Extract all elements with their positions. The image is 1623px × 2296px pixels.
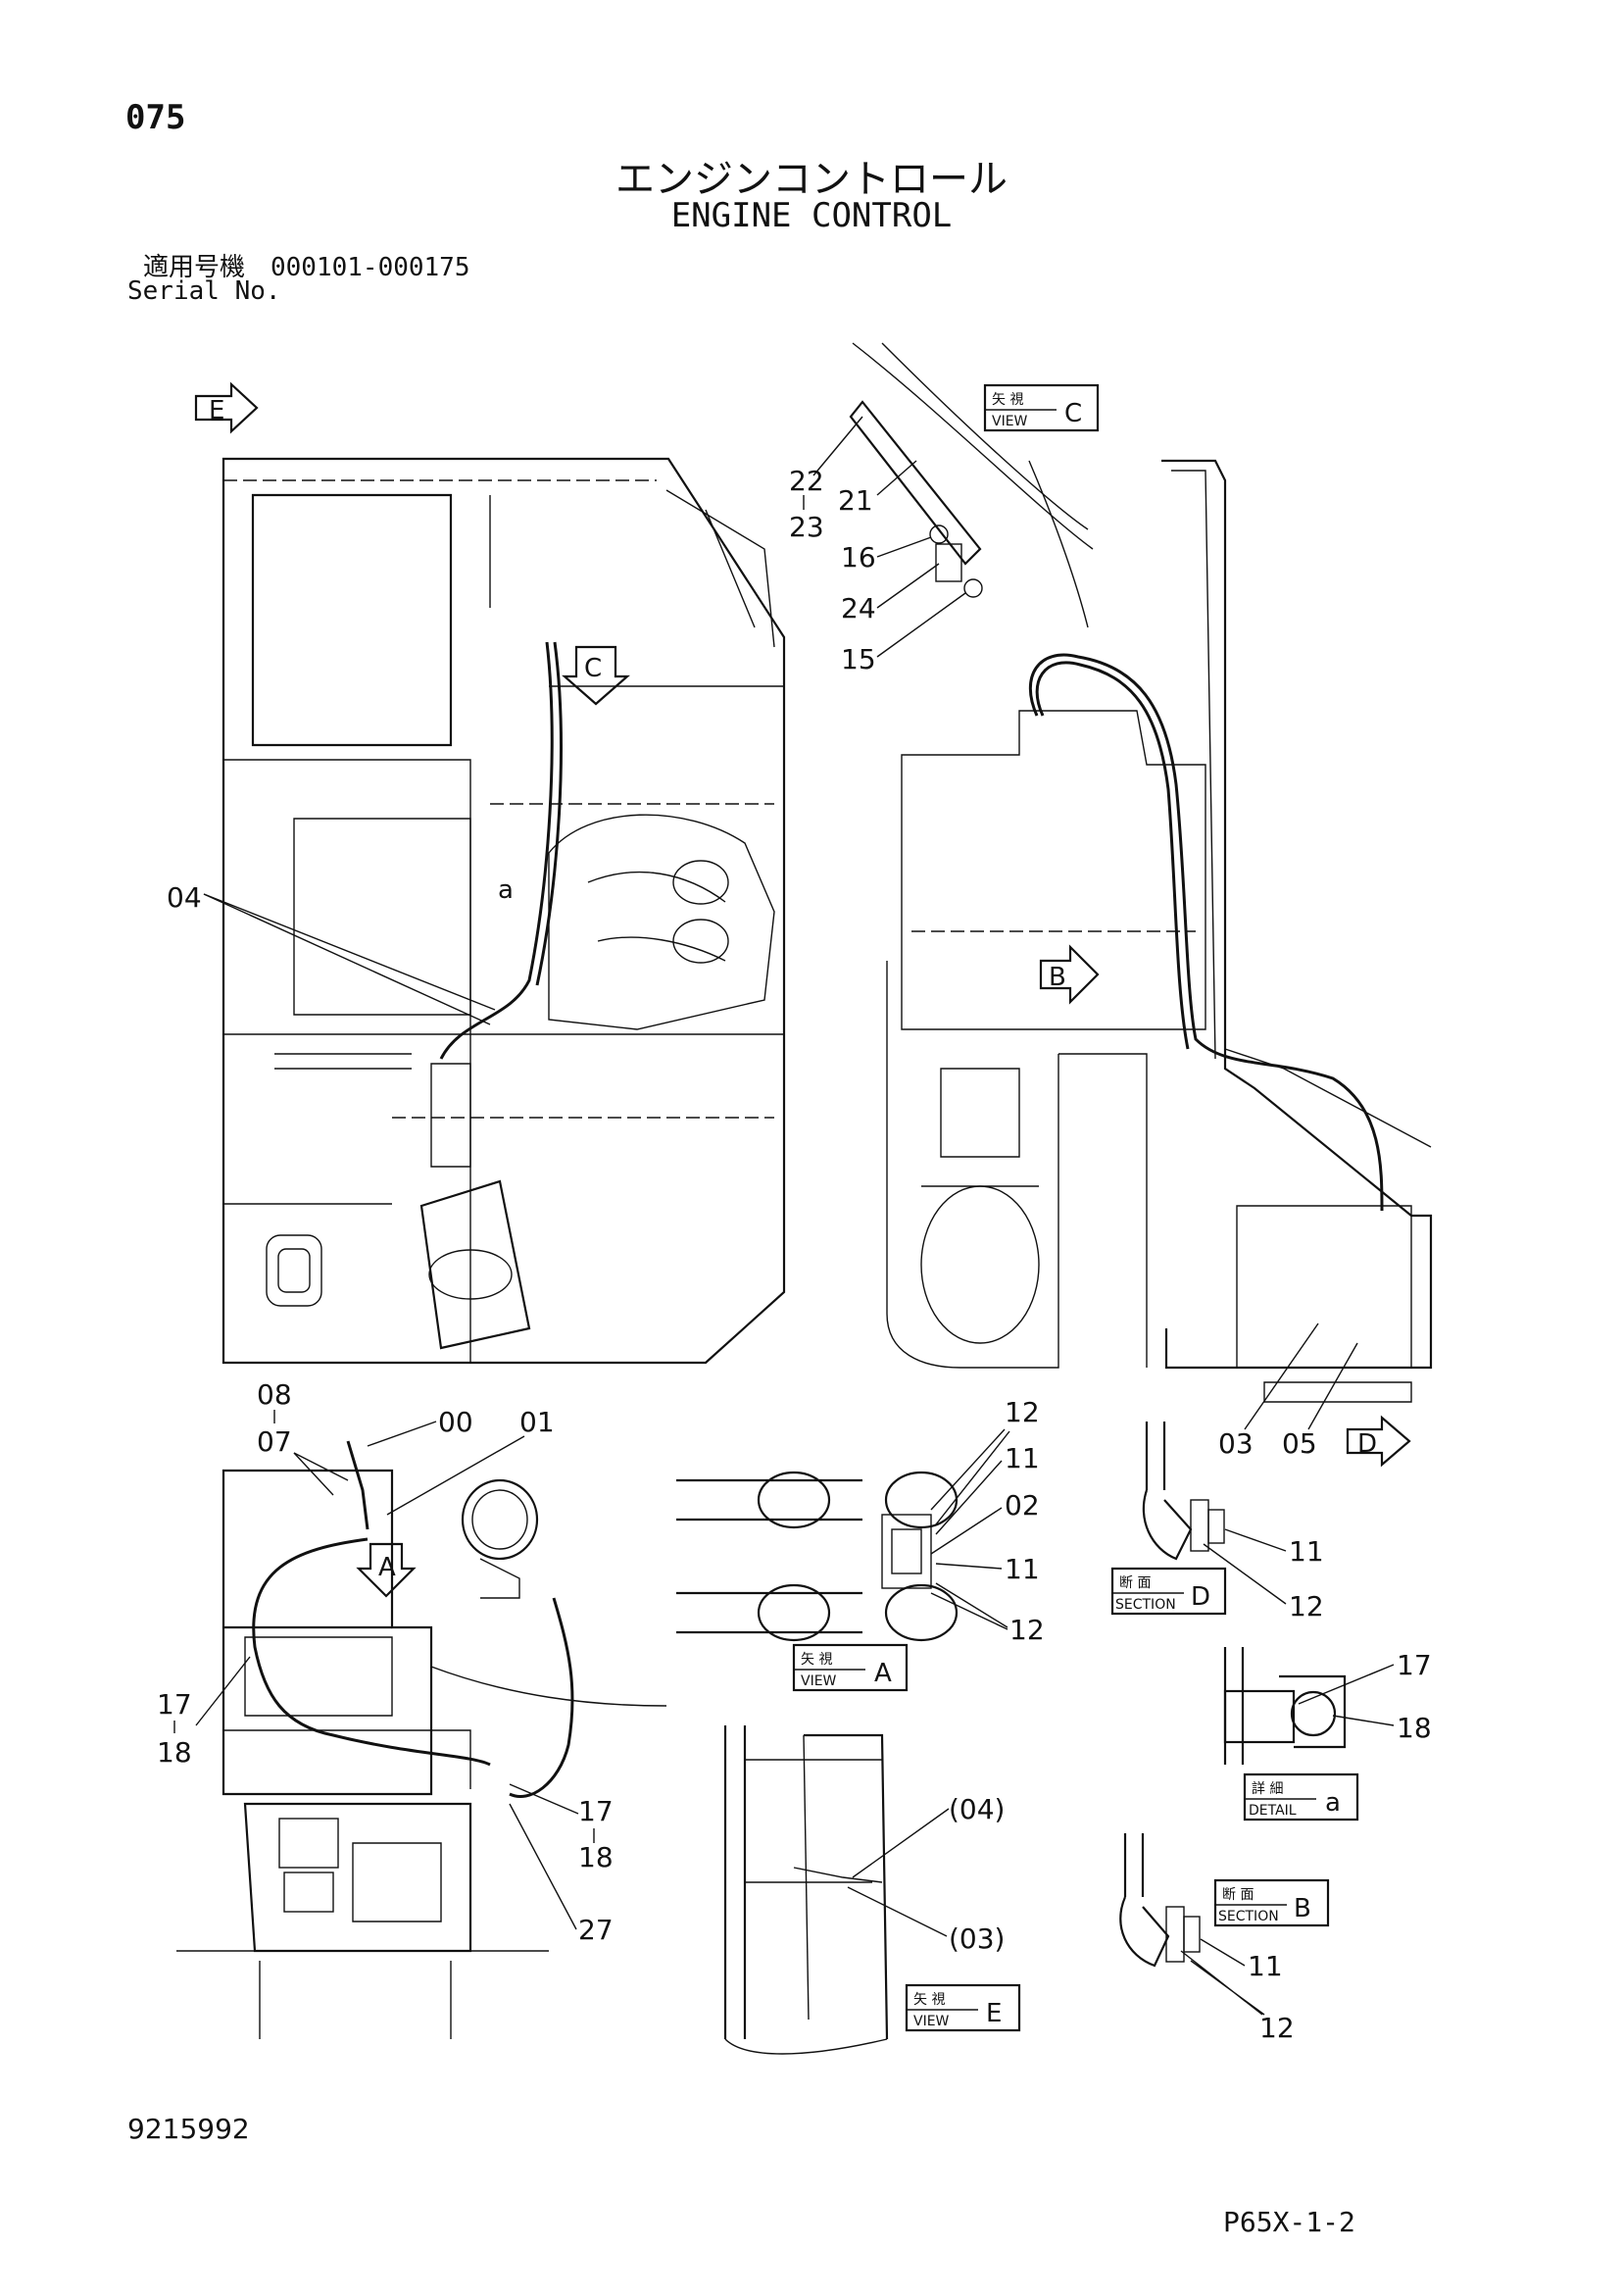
view-c-arrow-letter: C	[584, 654, 602, 683]
view-e-arrow: E	[194, 381, 259, 434]
callout-sd-12: 12	[1289, 1590, 1324, 1622]
callout-va-02: 02	[1005, 1489, 1040, 1522]
callout-17-left: 17	[157, 1688, 192, 1721]
view-c-word-jp: 矢 視	[992, 392, 1023, 408]
section-b-word-jp: 断 面	[1222, 1887, 1254, 1903]
view-e: (04) (03) 矢 視 VIEW E	[723, 1725, 1021, 2055]
callout-01: 01	[519, 1406, 555, 1438]
callout-23: 23	[789, 511, 824, 543]
detail-a-label-box: 詳 細 DETAIL a	[1243, 1772, 1359, 1822]
detail-a: 17 18 詳 細 DETAIL a	[1223, 1647, 1432, 1822]
callout-15: 15	[841, 643, 876, 675]
view-d-arrow: D	[1346, 1415, 1411, 1468]
section-b-label-box: 断 面 SECTION B	[1213, 1878, 1330, 1927]
sheet-code: P65X-1-2	[1223, 2206, 1355, 2238]
callout-da-18: 18	[1397, 1712, 1432, 1744]
view-c-word-en: VIEW	[992, 414, 1028, 429]
serial-label-japanese: 適用号機 000101-000175	[143, 253, 470, 282]
view-c-arrow: C	[562, 645, 630, 706]
view-e-word-jp: 矢 視	[913, 1992, 945, 2008]
section-d-label-box: 断 面 SECTION D	[1110, 1567, 1227, 1616]
callout-08: 08	[257, 1378, 292, 1411]
section-b-letter: B	[1294, 1894, 1311, 1923]
callout-va-12-top: 12	[1005, 1396, 1040, 1428]
detail-a-letter: a	[1325, 1788, 1341, 1818]
callout-va-11-bot: 11	[1005, 1553, 1040, 1585]
serial-label-english: Serial No.	[127, 276, 281, 306]
title-english: ENGINE CONTROL	[670, 196, 953, 235]
view-a-letter: A	[874, 1659, 892, 1688]
view-e-word-en: VIEW	[913, 2014, 950, 2029]
document-id: 9215992	[127, 2113, 250, 2145]
view-a-arrow-letter: A	[378, 1553, 396, 1582]
callout-07: 07	[257, 1425, 292, 1458]
view-c-letter: C	[1064, 399, 1082, 428]
section-d-letter: D	[1191, 1582, 1210, 1612]
view-b-arrow-letter: B	[1049, 963, 1066, 992]
section-b: 11 12 断 面 SECTION B	[1119, 1833, 1330, 2044]
section-b-word-en: SECTION	[1218, 1909, 1279, 1924]
callout-04: 04	[167, 881, 202, 914]
detail-a-word-en: DETAIL	[1249, 1803, 1297, 1819]
console-view: A 08 07 00 01 17 18 17 18 27	[157, 1378, 667, 2039]
main-top-view: E C	[167, 381, 786, 1365]
callout-24: 24	[841, 592, 876, 624]
callout-sd-11: 11	[1289, 1535, 1324, 1568]
callout-va-11-top: 11	[1005, 1442, 1040, 1474]
callout-18-mid: 18	[578, 1841, 614, 1873]
detail-a-marker: a	[498, 875, 514, 905]
callout-ve-04: (04)	[949, 1793, 1005, 1825]
view-a-word-jp: 矢 視	[801, 1652, 832, 1668]
view-e-letter: E	[986, 1999, 1002, 2028]
title-japanese: エンジンコントロール	[615, 157, 1008, 202]
callout-00: 00	[438, 1406, 473, 1438]
view-a-label-box: 矢 視 VIEW A	[792, 1643, 909, 1692]
callout-17-mid: 17	[578, 1795, 614, 1827]
view-a-word-en: VIEW	[801, 1673, 837, 1689]
side-view: B 03 05 D	[886, 459, 1433, 1468]
section-d: 11 12 断 面 SECTION D	[1110, 1422, 1324, 1622]
callout-sb-12: 12	[1259, 2012, 1295, 2044]
view-b-arrow: B	[1039, 944, 1100, 1005]
callout-sb-11: 11	[1248, 1950, 1283, 1982]
callout-da-17: 17	[1397, 1649, 1432, 1681]
view-e-arrow-letter: E	[209, 396, 224, 425]
page-number: 075	[125, 98, 186, 137]
callout-21: 21	[838, 484, 873, 517]
callout-va-12-bot: 12	[1009, 1614, 1045, 1646]
view-a-arrow: A	[356, 1542, 417, 1598]
callout-05: 05	[1282, 1427, 1317, 1460]
view-d-arrow-letter: D	[1357, 1429, 1377, 1459]
section-d-word-jp: 断 面	[1119, 1575, 1151, 1591]
detail-a-word-jp: 詳 細	[1252, 1781, 1283, 1797]
callout-16: 16	[841, 541, 876, 574]
section-d-word-en: SECTION	[1115, 1597, 1176, 1613]
callout-27: 27	[578, 1914, 614, 1946]
view-e-label-box: 矢 視 VIEW E	[905, 1983, 1021, 2032]
view-c-label-box: 矢 視 VIEW C	[983, 383, 1100, 432]
callout-18-left: 18	[157, 1736, 192, 1769]
view-c: 22 23 21 16 24 15 矢 視 VIEW C	[789, 342, 1100, 675]
view-a: 12 11 02 11 12 矢 視 VIEW A	[676, 1396, 1045, 1692]
callout-ve-03: (03)	[949, 1922, 1005, 1955]
callout-03: 03	[1218, 1427, 1254, 1460]
